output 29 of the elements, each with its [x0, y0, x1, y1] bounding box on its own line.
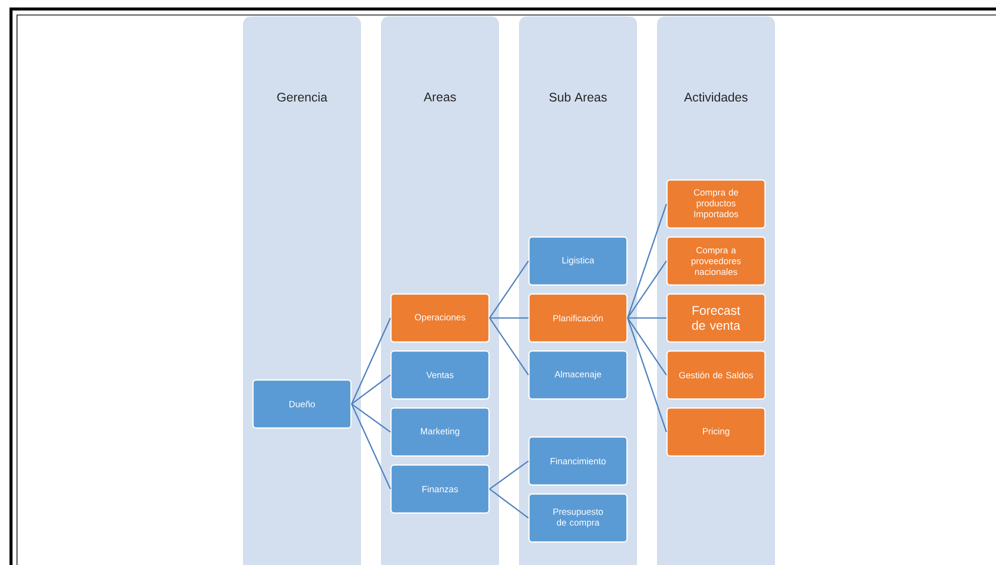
- process-box: Pricing: [666, 407, 766, 457]
- connector-line: [627, 260, 667, 318]
- process-box: Compra a proveedores nacionales: [666, 236, 766, 286]
- process-box: Financimiento: [528, 436, 628, 486]
- process-box: Operaciones: [390, 293, 490, 343]
- connector-line: [351, 318, 391, 404]
- process-box: Ventas: [390, 350, 490, 400]
- connector-line: [628, 317, 666, 319]
- connector-line: [351, 374, 391, 405]
- process-box: Ligistica: [528, 236, 628, 286]
- connector-line: [626, 318, 668, 432]
- connector-line: [490, 317, 528, 319]
- process-box: Dueño: [252, 379, 352, 429]
- connector-line: [489, 260, 529, 318]
- process-box: Compra de productos Importados: [666, 179, 766, 229]
- process-box: Marketing: [390, 407, 490, 457]
- process-box: Gestión de Saldos: [666, 350, 766, 400]
- connector-line: [489, 460, 529, 490]
- connector-line: [489, 318, 529, 376]
- process-box: Presupuesto de compra: [528, 493, 628, 543]
- process-box: Almacenaje: [528, 350, 628, 400]
- connector-line: [627, 318, 667, 376]
- connector-line: [489, 488, 529, 519]
- process-box: Planificación: [528, 293, 628, 343]
- process-box: Forecast de venta: [666, 293, 766, 343]
- connector-line: [351, 403, 391, 433]
- process-box: Finanzas: [390, 464, 490, 514]
- connector-line: [351, 404, 391, 490]
- connector-line: [626, 204, 668, 318]
